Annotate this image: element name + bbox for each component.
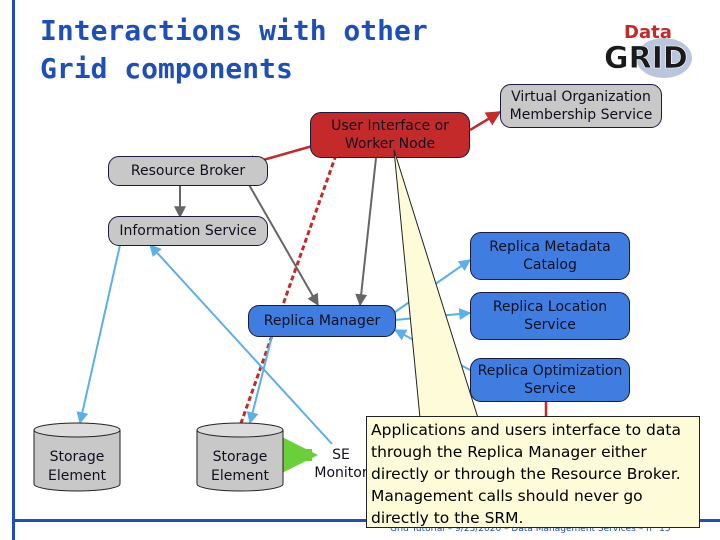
callout-note: Applications and users interface to data… xyxy=(366,416,700,528)
replica-manager-node: Replica Manager xyxy=(248,305,396,337)
storage-element-2-label: Storage Element xyxy=(211,449,269,484)
svg-text:GRID: GRID xyxy=(604,41,688,76)
arrow-rm-to-se2 xyxy=(246,335,273,425)
storage-element-2: Storage Element xyxy=(196,422,284,492)
storage-element-1: Storage Element xyxy=(33,422,121,492)
storage-cylinder-icon xyxy=(196,422,284,492)
left-border-line xyxy=(12,0,15,540)
storage-cylinder-icon xyxy=(33,422,121,492)
arrow-is-to-se1 xyxy=(76,244,121,425)
replica-optimization-service-node: Replica Optimization Service xyxy=(470,358,630,402)
information-service-node: Information Service xyxy=(108,216,268,246)
arrow-ui-to-rm xyxy=(355,157,377,307)
voms-node: Virtual Organization Membership Service xyxy=(500,84,662,128)
user-interface-node: User Interface or Worker Node xyxy=(310,112,470,158)
resource-broker-node: Resource Broker xyxy=(108,156,268,186)
replica-location-service-node: Replica Location Service xyxy=(470,292,630,340)
storage-element-1-label: Storage Element xyxy=(48,449,106,484)
arrow-is-to-semon xyxy=(149,244,333,445)
arrow-is-to-rm xyxy=(247,182,319,307)
svg-text:Data: Data xyxy=(624,22,672,43)
page-title: Interactions with other Grid components xyxy=(40,14,428,85)
replica-metadata-catalog-node: Replica Metadata Catalog xyxy=(470,232,630,280)
datagrid-logo: Data GRID xyxy=(604,22,692,78)
se-monitor-label: SE Monitor xyxy=(314,447,368,481)
arrow-ui-to-voms xyxy=(469,110,502,132)
slide-footer: Grid Tutorial – 9/23/2020 – Data Managem… xyxy=(390,524,671,534)
